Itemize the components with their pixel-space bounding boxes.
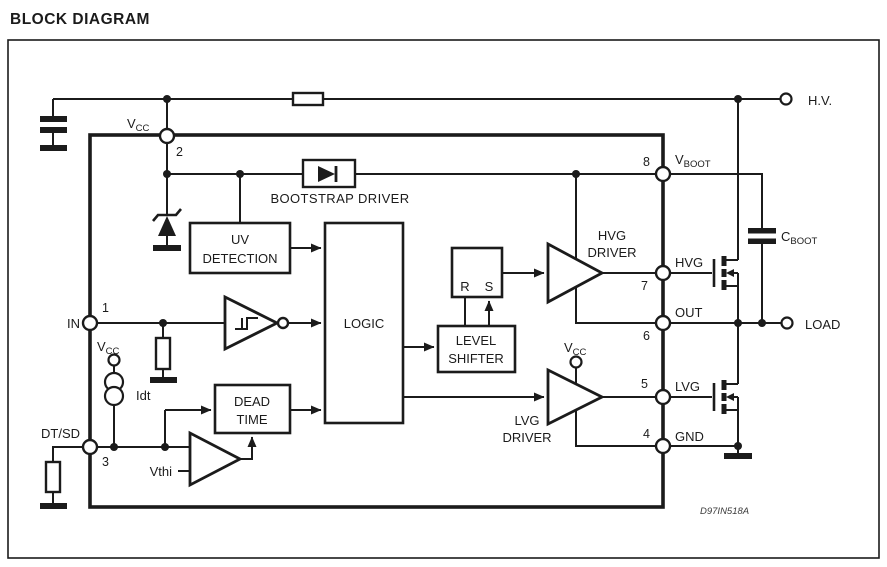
uv-detection-label-2: DETECTION xyxy=(202,251,277,266)
wires xyxy=(52,98,782,503)
schmitt-trigger-icon xyxy=(223,294,290,352)
wire-hvg-ref-out xyxy=(575,287,663,324)
pin-gnd-number: 4 xyxy=(643,427,650,441)
pin-vcc-label: VCC xyxy=(127,116,150,134)
wire-vboot-cboot xyxy=(663,173,763,323)
pin-vboot-label: VBOOT xyxy=(675,152,711,170)
logic-label: LOGIC xyxy=(344,316,384,331)
pin-lvg: 5 LVG xyxy=(641,377,700,406)
load-terminal-label: LOAD xyxy=(805,317,840,332)
rs-latch-s-label: S xyxy=(485,279,494,294)
pin-dtsd: 3 DT/SD xyxy=(41,426,109,469)
pin-out-label: OUT xyxy=(675,305,703,320)
pin-in-label: IN xyxy=(67,316,80,331)
pin-hvg: 7 HVG xyxy=(641,255,703,293)
pin-lvg-label: LVG xyxy=(675,379,700,394)
rs-latch-block: R S xyxy=(450,246,504,299)
pin-hvg-label: HVG xyxy=(675,255,703,270)
load-terminal: LOAD xyxy=(780,316,840,332)
idt-vcc-label: VCC xyxy=(97,339,120,357)
level-shifter-block: LEVEL SHIFTER xyxy=(436,324,517,374)
lvg-vcc-label: VCC xyxy=(564,340,587,358)
wire-dtsd-ext xyxy=(52,446,90,503)
pin-gnd-label: GND xyxy=(675,429,704,444)
signal-arrows xyxy=(165,243,545,460)
junction-dots xyxy=(110,95,766,451)
figure-frame xyxy=(7,39,880,559)
logic-block: LOGIC xyxy=(323,221,405,425)
hv-resistor-icon xyxy=(291,91,325,107)
low-side-mosfet-icon xyxy=(712,380,739,414)
wire-gnd-ext xyxy=(663,445,739,453)
rs-latch-r-label: R xyxy=(460,279,469,294)
hv-terminal-label: H.V. xyxy=(808,93,832,108)
lvg-driver-icon xyxy=(546,367,606,427)
level-shifter-label-1: LEVEL xyxy=(456,333,496,348)
lvg-driver-label-1: LVG xyxy=(514,413,539,428)
pin-lvg-number: 5 xyxy=(641,377,648,391)
dead-time-label-2: TIME xyxy=(236,412,267,427)
uv-detection-block: UV DETECTION xyxy=(188,221,292,275)
lvg-vcc-terminal: VCC xyxy=(564,340,587,369)
zener-diode-icon xyxy=(152,208,182,251)
figure-code: D97IN518A xyxy=(700,506,749,517)
wire-lvg-ref-gnd xyxy=(575,410,663,447)
pin-gnd: 4 GND xyxy=(643,427,704,455)
pin-vboot-number: 8 xyxy=(643,155,650,169)
idt-vcc-terminal: VCC Idt xyxy=(97,339,151,403)
lvg-driver-text: LVG DRIVER xyxy=(502,413,551,445)
pin-vcc: 2 VCC xyxy=(127,116,183,159)
hv-terminal: H.V. xyxy=(779,92,832,108)
idt-label: Idt xyxy=(136,388,151,403)
current-source-icon xyxy=(103,371,125,407)
pin-out: 6 OUT xyxy=(643,305,702,343)
dead-time-label-1: DEAD xyxy=(234,394,270,409)
hvg-driver-label-1: HVG xyxy=(598,228,626,243)
arrow-comp-to-deadtime xyxy=(240,436,257,460)
ground-icon xyxy=(40,503,67,509)
cboot-text: CBOOT xyxy=(781,229,818,247)
hvg-driver-text: HVG DRIVER xyxy=(587,228,636,260)
hvg-driver-icon xyxy=(546,241,605,305)
dead-time-block: DEAD TIME xyxy=(213,383,292,435)
cboot-capacitor-icon xyxy=(748,228,776,244)
cboot-label: CBOOT xyxy=(781,229,818,247)
supply-capacitor-icon xyxy=(40,116,67,151)
bootstrap-driver-label: BOOTSTRAP DRIVER xyxy=(270,191,409,206)
comparator-icon xyxy=(188,430,244,488)
high-side-mosfet-icon xyxy=(712,256,739,290)
in-pulldown-resistor-icon xyxy=(150,336,177,383)
pin-vcc-number: 2 xyxy=(176,145,183,159)
uv-detection-label-1: UV xyxy=(231,232,249,247)
power-ground-icon xyxy=(724,453,752,459)
bootstrap-diode-icon xyxy=(301,158,357,189)
pin-hvg-number: 7 xyxy=(641,279,648,293)
pin-in-number: 1 xyxy=(102,301,109,315)
pin-out-number: 6 xyxy=(643,329,650,343)
pin-dtsd-label: DT/SD xyxy=(41,426,80,441)
ground-icon xyxy=(153,245,181,251)
dtsd-resistor-icon xyxy=(40,460,67,509)
page-title: BLOCK DIAGRAM xyxy=(10,11,150,28)
level-shifter-label-2: SHIFTER xyxy=(448,351,504,366)
hvg-driver-label-2: DRIVER xyxy=(587,245,636,260)
vthi-label: Vthi xyxy=(150,464,173,479)
pin-vboot: 8 VBOOT xyxy=(643,152,711,183)
ground-icon xyxy=(150,377,177,383)
ground-icon xyxy=(40,145,67,151)
pin-in: 1 IN xyxy=(67,301,109,332)
lvg-driver-label-2: DRIVER xyxy=(502,430,551,445)
pin-dtsd-number: 3 xyxy=(102,455,109,469)
